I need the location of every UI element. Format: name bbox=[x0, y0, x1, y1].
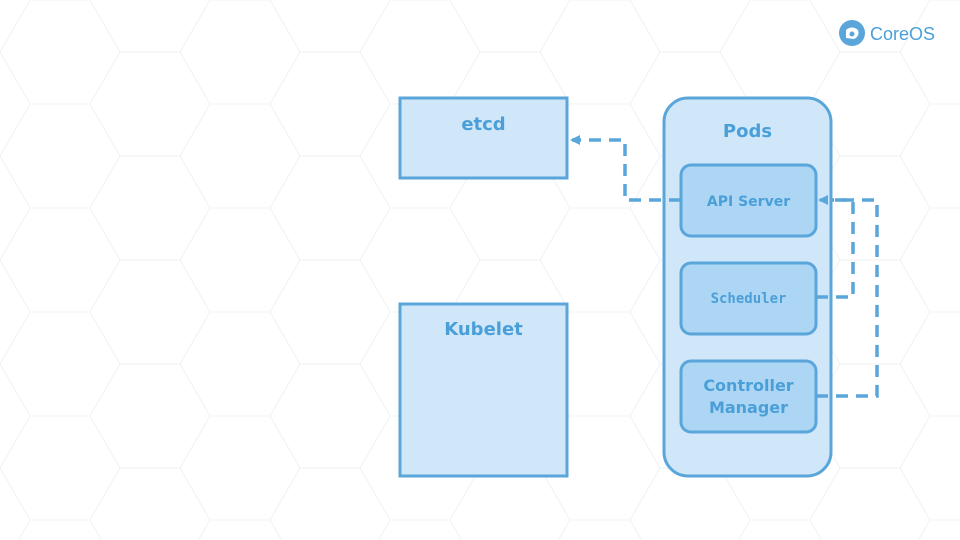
scheduler-label: Scheduler bbox=[711, 291, 787, 307]
etcd-box: etcd bbox=[398, 96, 569, 180]
controller-manager-label-line1: Controller bbox=[703, 376, 793, 395]
pods-label: Pods bbox=[723, 121, 772, 142]
coreos-logo-text: CoreOS bbox=[870, 24, 935, 44]
scheduler-box: Scheduler bbox=[679, 261, 818, 336]
kubelet-box: Kubelet bbox=[398, 302, 569, 478]
coreos-logo: CoreOS bbox=[839, 20, 935, 46]
api-server-label: API Server bbox=[707, 194, 790, 210]
edge-api-to-etcd bbox=[570, 135, 681, 202]
api-server-box: API Server bbox=[679, 163, 818, 238]
etcd-label: etcd bbox=[461, 114, 505, 135]
kubelet-label: Kubelet bbox=[444, 319, 523, 340]
edge-scheduler-to-api bbox=[816, 195, 855, 299]
controller-manager-label-line2: Manager bbox=[709, 398, 788, 417]
controller-manager-box: Controller Manager bbox=[679, 359, 818, 434]
edge-controller-to-api bbox=[816, 198, 879, 398]
